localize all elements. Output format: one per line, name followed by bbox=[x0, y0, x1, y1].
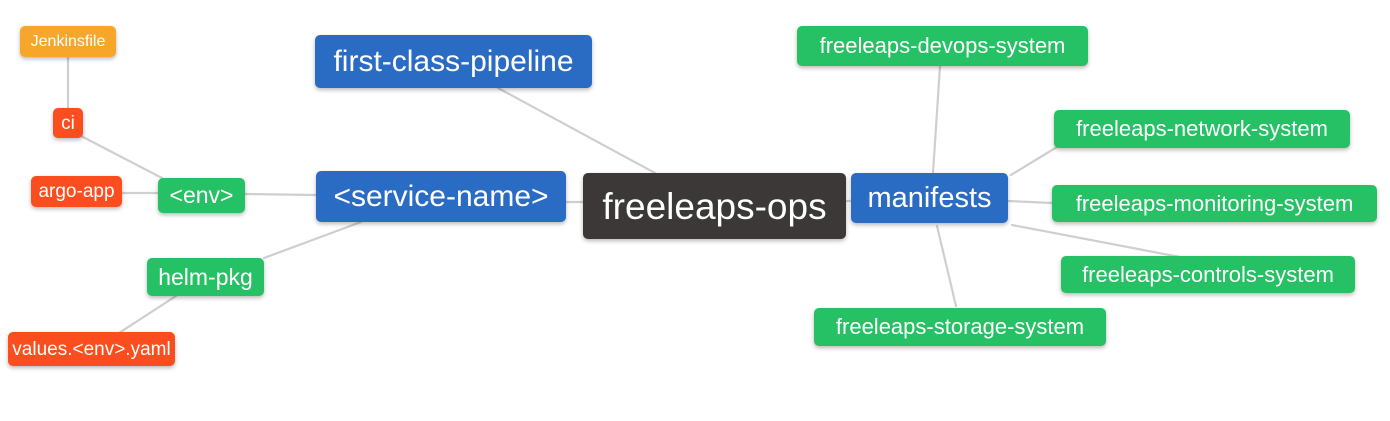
edge-manifests-to-freeleaps-storage-system bbox=[935, 224, 958, 308]
node-first-class-pipeline[interactable]: first-class-pipeline bbox=[315, 35, 592, 88]
edge-manifests-to-freeleaps-devops-system bbox=[931, 64, 942, 175]
edge-manifests-to-freeleaps-monitoring-system bbox=[1006, 199, 1054, 205]
edge-env-to-service-name bbox=[243, 192, 318, 197]
edge-helm-pkg-to-service-name bbox=[262, 220, 363, 260]
node-freeleaps-storage-system[interactable]: freeleaps-storage-system bbox=[814, 308, 1106, 346]
node-jenkinsfile[interactable]: Jenkinsfile bbox=[20, 26, 116, 57]
edge-manifests-to-freeleaps-network-system bbox=[1009, 145, 1059, 177]
node-freeleaps-ops[interactable]: freeleaps-ops bbox=[583, 173, 846, 239]
edge-first-class-pipeline-to-freeleaps-ops bbox=[496, 86, 657, 175]
node-freeleaps-monitoring-system[interactable]: freeleaps-monitoring-system bbox=[1052, 185, 1377, 222]
edge-ci-to-env bbox=[79, 134, 164, 180]
node-freeleaps-controls-system[interactable]: freeleaps-controls-system bbox=[1061, 256, 1355, 293]
node-ci[interactable]: ci bbox=[53, 108, 83, 138]
node-freeleaps-network-system[interactable]: freeleaps-network-system bbox=[1054, 110, 1350, 148]
edge-values-env-yaml-to-helm-pkg bbox=[117, 294, 178, 335]
edge-manifests-to-freeleaps-controls-system bbox=[1010, 223, 1182, 259]
node-freeleaps-devops-system[interactable]: freeleaps-devops-system bbox=[797, 26, 1088, 66]
node-env[interactable]: <env> bbox=[158, 178, 245, 213]
node-argo-app[interactable]: argo-app bbox=[31, 176, 122, 207]
node-service-name[interactable]: <service-name> bbox=[316, 171, 566, 222]
node-values-env-yaml[interactable]: values.<env>.yaml bbox=[8, 332, 175, 366]
node-helm-pkg[interactable]: helm-pkg bbox=[147, 258, 264, 296]
node-manifests[interactable]: manifests bbox=[851, 173, 1008, 223]
